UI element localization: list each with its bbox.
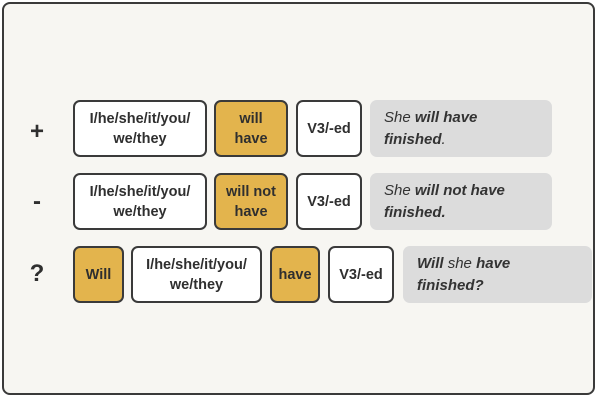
question-word-box: Will [73,246,124,303]
subject-line-2: we/they [169,276,224,293]
verb-box: V3/-ed [296,173,362,230]
example-bold-text: will have finished [384,108,478,148]
example-text: She [384,181,415,199]
diagram-frame: + I/he/she/it/you/ we/they will have V3/… [2,2,595,395]
verb-label: V3/-ed [307,120,351,137]
example-sentence: She will have finished. [370,100,552,157]
auxiliary-label: have [278,266,312,283]
question-word: Will [85,266,112,283]
subject-line-2: we/they [113,203,167,220]
auxiliary-line-1: will [239,110,263,127]
subject-line-1: I/he/she/it/you/ [146,256,247,273]
example-text: . [441,130,446,148]
example-sentence: She will not have finished. [370,173,552,230]
subject-line-1: I/he/she/it/you/ [89,183,191,200]
example-bold-text: have finished? [417,254,511,294]
verb-label: V3/-ed [307,193,351,210]
auxiliary-box: will not have [214,173,288,230]
example-text: she [443,254,477,272]
auxiliary-line-2: have [234,203,268,220]
verb-box: V3/-ed [296,100,362,157]
auxiliary-box: will have [214,100,288,157]
affirmative-sign: + [29,118,44,145]
negative-sign: - [33,188,41,215]
auxiliary-line-2: have [234,130,268,147]
auxiliary-box: have [270,246,320,303]
subject-line-2: we/they [113,130,167,147]
example-text: She [384,108,415,126]
subject-line-1: I/he/she/it/you/ [89,110,191,127]
subject-box: I/he/she/it/you/ we/they [131,246,262,303]
question-sign: ? [29,260,45,287]
example-bold-text: Will [417,254,444,272]
subject-box: I/he/she/it/you/ we/they [73,173,207,230]
subject-box: I/he/she/it/you/ we/they [73,100,207,157]
verb-box: V3/-ed [328,246,394,303]
example-bold-text: finished. [384,203,446,221]
example-sentence: Will she have finished? [403,246,592,303]
auxiliary-line-1: will not [226,183,276,200]
verb-label: V3/-ed [339,266,383,283]
example-bold-text: will not have [414,181,505,199]
